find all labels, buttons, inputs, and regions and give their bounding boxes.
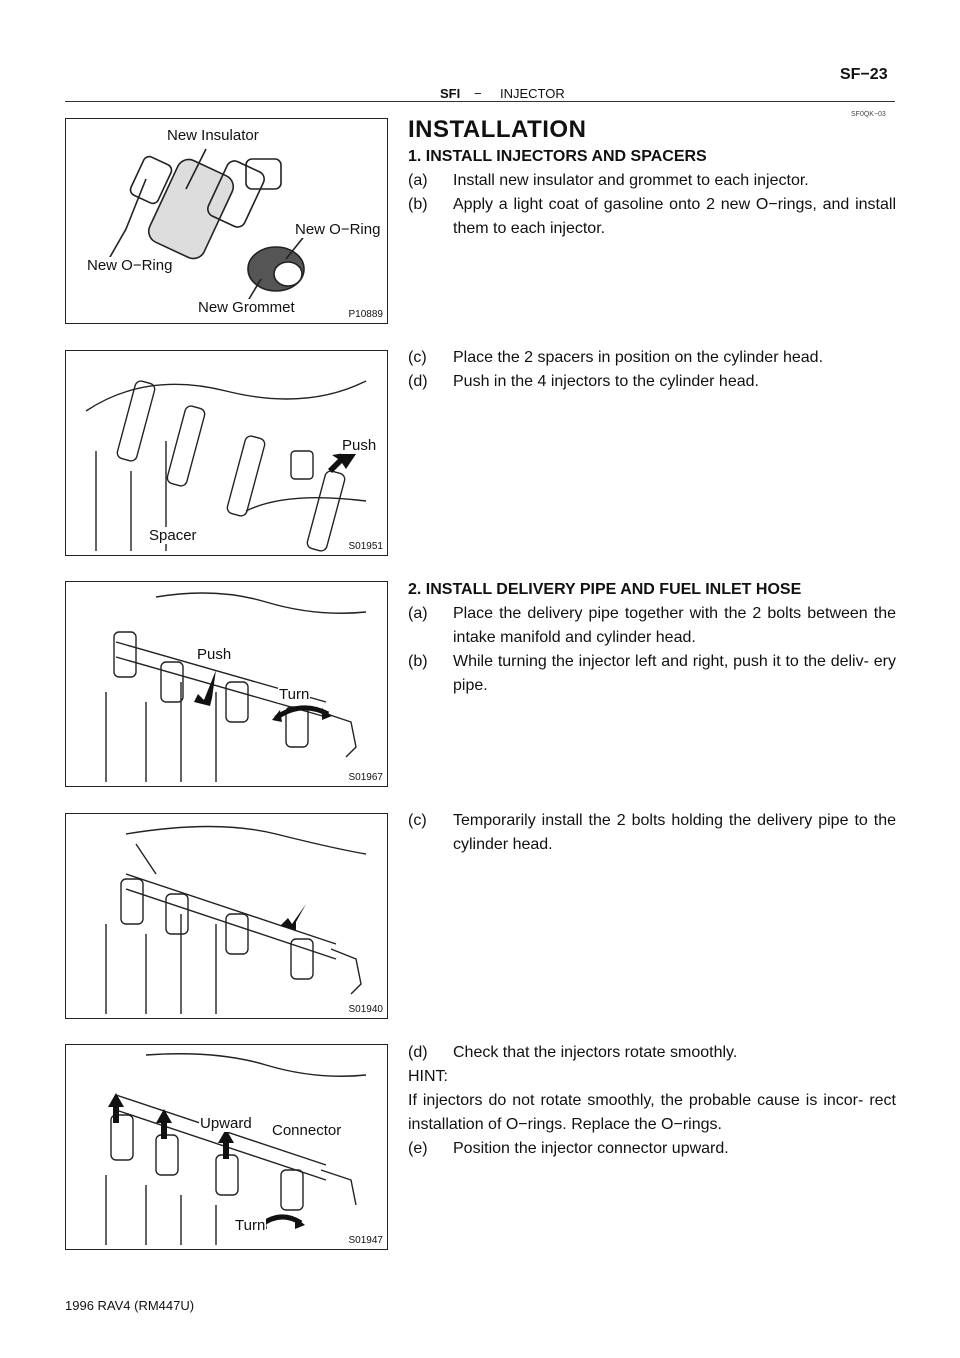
hint-label: HINT:: [408, 1068, 448, 1085]
paragraph-1a: (a) Install new insulator and grommet to…: [408, 169, 896, 193]
injector-parts-illustration: [105, 148, 307, 305]
figure-id: S01951: [348, 541, 383, 552]
paragraph-1c: (c) Place the 2 spacers in position on t…: [408, 346, 896, 370]
footer-model: 1996 RAV4 (RM447U): [65, 1298, 195, 1313]
document-code: SF0QK−03: [851, 111, 886, 118]
paragraph-2a: (a) Place the delivery pipe together wit…: [408, 602, 896, 650]
figure-spacer-push: Push Spacer S01951: [65, 350, 388, 556]
paragraph-text: Apply a light coat of gasoline onto 2 ne…: [453, 196, 896, 237]
paragraph-text: Install new insulator and grommet to eac…: [453, 172, 809, 189]
paragraph-text: Check that the injectors rotate smoothly…: [453, 1044, 738, 1061]
paragraph-marker: (b): [408, 196, 428, 213]
figure-injector-parts: New Insulator New O−Ring New O−Ring New …: [65, 118, 388, 324]
hint-text: If injectors do not rotate smoothly, the…: [408, 1092, 896, 1133]
figure-connector-upward: Upward Connector Turn S01947: [65, 1044, 388, 1250]
paragraph-marker: (c): [408, 812, 427, 829]
paragraph-2e: (e) Position the injector connector upwa…: [408, 1137, 896, 1161]
label-push: Push: [341, 437, 378, 454]
section-name: SFI: [440, 86, 461, 101]
paragraph-marker: (a): [408, 172, 428, 189]
paragraph-2b: (b) While turning the injector left and …: [408, 650, 896, 698]
step-1-heading: 1. INSTALL INJECTORS AND SPACERS: [408, 148, 707, 165]
paragraph-marker: (b): [408, 653, 428, 670]
paragraph-text: Push in the 4 injectors to the cylinder …: [453, 373, 759, 390]
paragraph-marker: (d): [408, 373, 428, 390]
paragraph-1d: (d) Push in the 4 injectors to the cylin…: [408, 370, 896, 394]
label-connector: Connector: [271, 1122, 343, 1139]
paragraph-text: Place the delivery pipe together with th…: [453, 605, 896, 646]
delivery-pipe-bolts-illustration: [105, 825, 367, 1014]
page-heading: INSTALLATION: [408, 116, 587, 143]
paragraph-2d: (d) Check that the injectors rotate smoo…: [408, 1041, 896, 1065]
paragraph-text: Temporarily install the 2 bolts holding …: [453, 812, 896, 853]
figure-id: S01967: [348, 772, 383, 783]
paragraph-1b: (b) Apply a light coat of gasoline onto …: [408, 193, 896, 241]
paragraph-marker: (e): [408, 1140, 428, 1157]
figure-delivery-pipe-bolts: S01940: [65, 813, 388, 1019]
figure-id: S01947: [348, 1235, 383, 1246]
label-new-o-ring-left: New O−Ring: [86, 257, 174, 274]
label-new-insulator: New Insulator: [166, 127, 260, 144]
label-turn: Turn: [234, 1217, 267, 1234]
label-spacer: Spacer: [148, 527, 198, 544]
page-number: SF−23: [840, 66, 888, 83]
paragraph-text: Position the injector connector upward.: [453, 1140, 729, 1157]
paragraph-marker: (d): [408, 1044, 428, 1061]
label-upward: Upward: [199, 1115, 253, 1132]
paragraph-2c: (c) Temporarily install the 2 bolts hold…: [408, 809, 896, 857]
connector-upward-illustration: [105, 1053, 367, 1245]
header-rule: [65, 101, 895, 102]
header-dash: −: [474, 86, 482, 101]
paragraph-text: While turning the injector left and righ…: [453, 653, 896, 694]
paragraph-marker: (c): [408, 349, 427, 366]
label-new-grommet: New Grommet: [197, 299, 296, 316]
figure-delivery-pipe-push-turn: Push Turn S01967: [65, 581, 388, 787]
cylinder-head-illustration: [85, 380, 367, 552]
section-title: INJECTOR: [500, 86, 565, 101]
paragraph-marker: (a): [408, 605, 428, 622]
delivery-pipe-illustration: [105, 592, 367, 782]
figure-id: P10889: [348, 309, 383, 320]
label-new-o-ring-right: New O−Ring: [294, 221, 382, 238]
paragraph-text: Place the 2 spacers in position on the c…: [453, 349, 824, 366]
figure-id: S01940: [348, 1004, 383, 1015]
label-turn: Turn: [278, 686, 311, 703]
step-2-heading: 2. INSTALL DELIVERY PIPE AND FUEL INLET …: [408, 581, 802, 598]
label-push: Push: [196, 646, 233, 663]
